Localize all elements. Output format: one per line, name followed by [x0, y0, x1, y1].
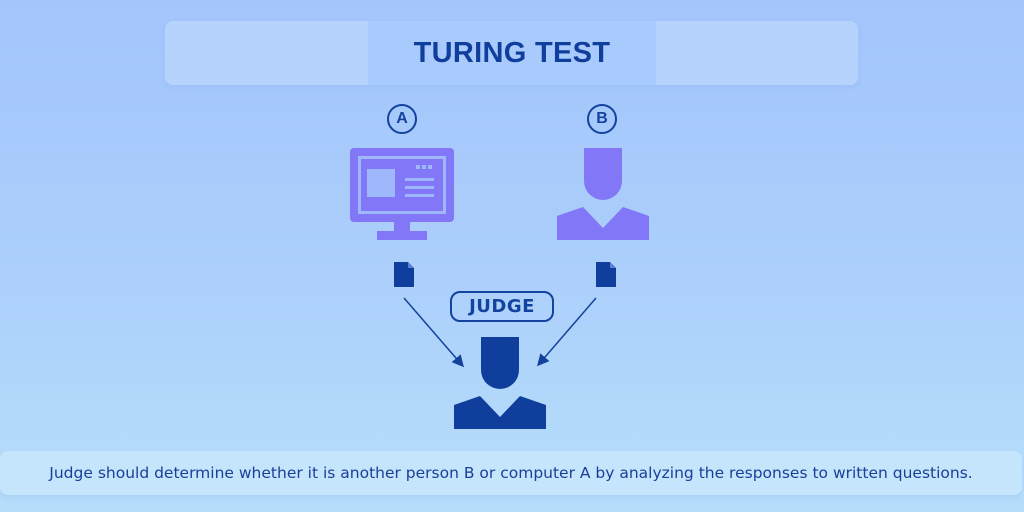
title-banner-center: [368, 21, 656, 85]
judge-label: JUDGE: [469, 296, 535, 317]
participant-b-badge: B: [587, 104, 617, 134]
judge-person-icon: [454, 337, 546, 429]
page-title: TURING TEST: [413, 36, 611, 69]
computer-monitor-icon: [350, 148, 454, 240]
document-icon-a: [394, 262, 414, 287]
participant-b-label: B: [596, 110, 608, 127]
participant-a-badge: A: [387, 104, 417, 134]
participant-a-label: A: [396, 110, 408, 127]
caption-text: Judge should determine whether it is ano…: [49, 464, 973, 482]
person-b-icon: [557, 148, 649, 240]
document-icon-b: [596, 262, 616, 287]
caption-bar: Judge should determine whether it is ano…: [0, 451, 1022, 495]
judge-badge: JUDGE: [450, 291, 554, 322]
